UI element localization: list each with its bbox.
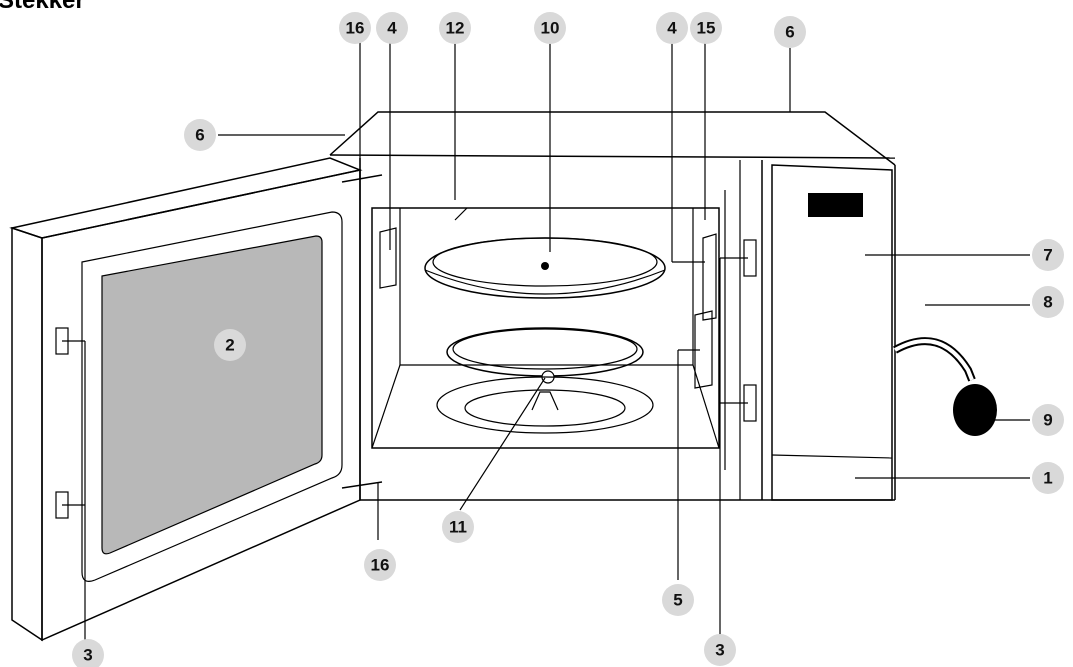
- callout-control-panel: 7: [1032, 239, 1064, 271]
- svg-text:7: 7: [1043, 246, 1052, 265]
- svg-text:15: 15: [697, 19, 716, 38]
- callout-housing-left: 6: [184, 119, 216, 151]
- callout-waveguide-right: 4: [656, 12, 688, 44]
- svg-text:4: 4: [387, 19, 397, 38]
- svg-text:16: 16: [371, 556, 390, 575]
- svg-text:16: 16: [346, 19, 365, 38]
- roller-ring: [446, 327, 644, 384]
- svg-text:6: 6: [785, 23, 794, 42]
- callouts: 2 6 16 4 12 10 4 15 6 7 8 9 1 11 16 5 3 …: [72, 12, 1064, 667]
- svg-text:11: 11: [449, 518, 467, 537]
- callout-door-latch-left: 3: [72, 639, 104, 667]
- glass-tray: [424, 237, 666, 299]
- callout-plug: 9: [1032, 404, 1064, 436]
- svg-text:10: 10: [541, 19, 560, 38]
- callout-hinge-top: 16: [339, 12, 371, 44]
- svg-text:3: 3: [715, 641, 724, 660]
- display-panel: [808, 193, 863, 217]
- svg-text:3: 3: [83, 646, 92, 665]
- callout-waveguide-lower: 5: [662, 584, 694, 616]
- callout-glass-tray: 10: [534, 12, 566, 44]
- power-cord: [893, 337, 997, 436]
- callout-housing-right: 6: [774, 16, 806, 48]
- callout-door-release: 1: [1032, 462, 1064, 494]
- latch-receivers: [743, 239, 757, 422]
- svg-text:5: 5: [673, 591, 682, 610]
- callout-door-window: 2: [214, 329, 246, 361]
- svg-text:2: 2: [225, 336, 234, 355]
- svg-text:4: 4: [667, 19, 677, 38]
- leader-lines: [62, 42, 1030, 640]
- callout-cavity-light: 15: [690, 12, 722, 44]
- callout-grill-element: 12: [439, 12, 471, 44]
- door-window: [101, 235, 323, 555]
- svg-text:6: 6: [195, 126, 204, 145]
- callout-hinge-bottom: 16: [364, 549, 396, 581]
- callout-waveguide-left: 4: [376, 12, 408, 44]
- diagram-title: Stekker: [0, 0, 85, 14]
- svg-text:1: 1: [1043, 469, 1052, 488]
- microwave-housing: [329, 111, 896, 501]
- control-panel: [761, 160, 893, 501]
- waveguide-covers: [379, 227, 717, 389]
- door: [9, 157, 363, 642]
- hinges: [341, 174, 383, 489]
- callout-roller-ring: 11: [442, 511, 474, 543]
- turntable-base: [436, 376, 654, 434]
- callout-door-latch-right: 3: [704, 634, 736, 666]
- svg-text:8: 8: [1043, 293, 1052, 312]
- callout-power-cord: 8: [1032, 286, 1064, 318]
- svg-text:12: 12: [446, 19, 465, 38]
- plug-icon: [953, 384, 997, 436]
- svg-text:9: 9: [1043, 411, 1052, 430]
